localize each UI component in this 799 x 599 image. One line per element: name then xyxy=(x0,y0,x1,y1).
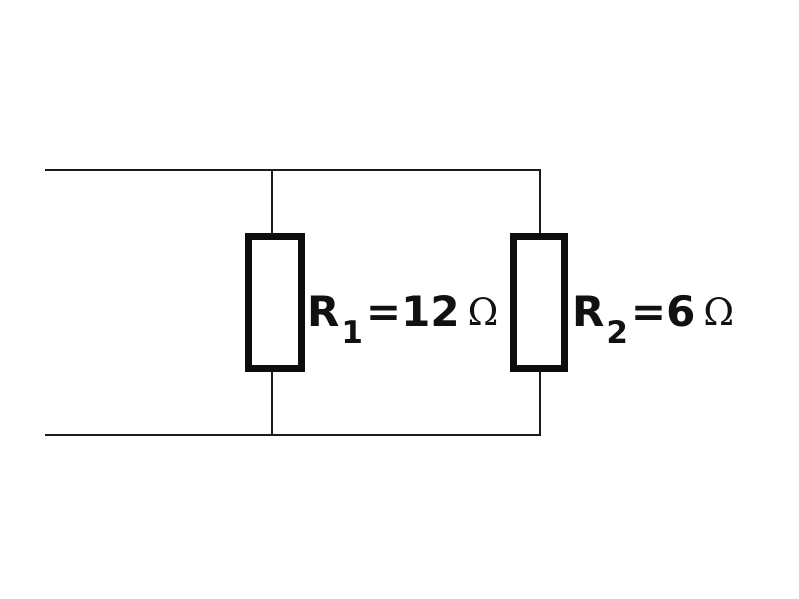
resistor-r2-name: R xyxy=(572,287,605,336)
resistor-r1-name: R xyxy=(307,287,340,336)
wire-branch1-bottom xyxy=(271,370,273,436)
resistor-r2-value: =6 xyxy=(630,287,696,336)
resistor-r1-subscript: 1 xyxy=(341,315,363,351)
wire-bottom-bus xyxy=(45,434,541,436)
resistor-r1-body xyxy=(245,233,305,372)
resistor-r1-value: =12 xyxy=(365,287,460,336)
wire-top-bus xyxy=(45,169,541,171)
resistor-r2-body xyxy=(510,233,568,372)
wire-branch1-top xyxy=(271,169,273,235)
resistor-r2-subscript: 2 xyxy=(606,315,628,351)
resistor-r2-ohm-symbol: Ω xyxy=(703,291,735,334)
resistor-r1-ohm-symbol: Ω xyxy=(467,291,499,334)
wire-branch2-bottom xyxy=(539,370,541,436)
wire-branch2-top xyxy=(539,169,541,235)
